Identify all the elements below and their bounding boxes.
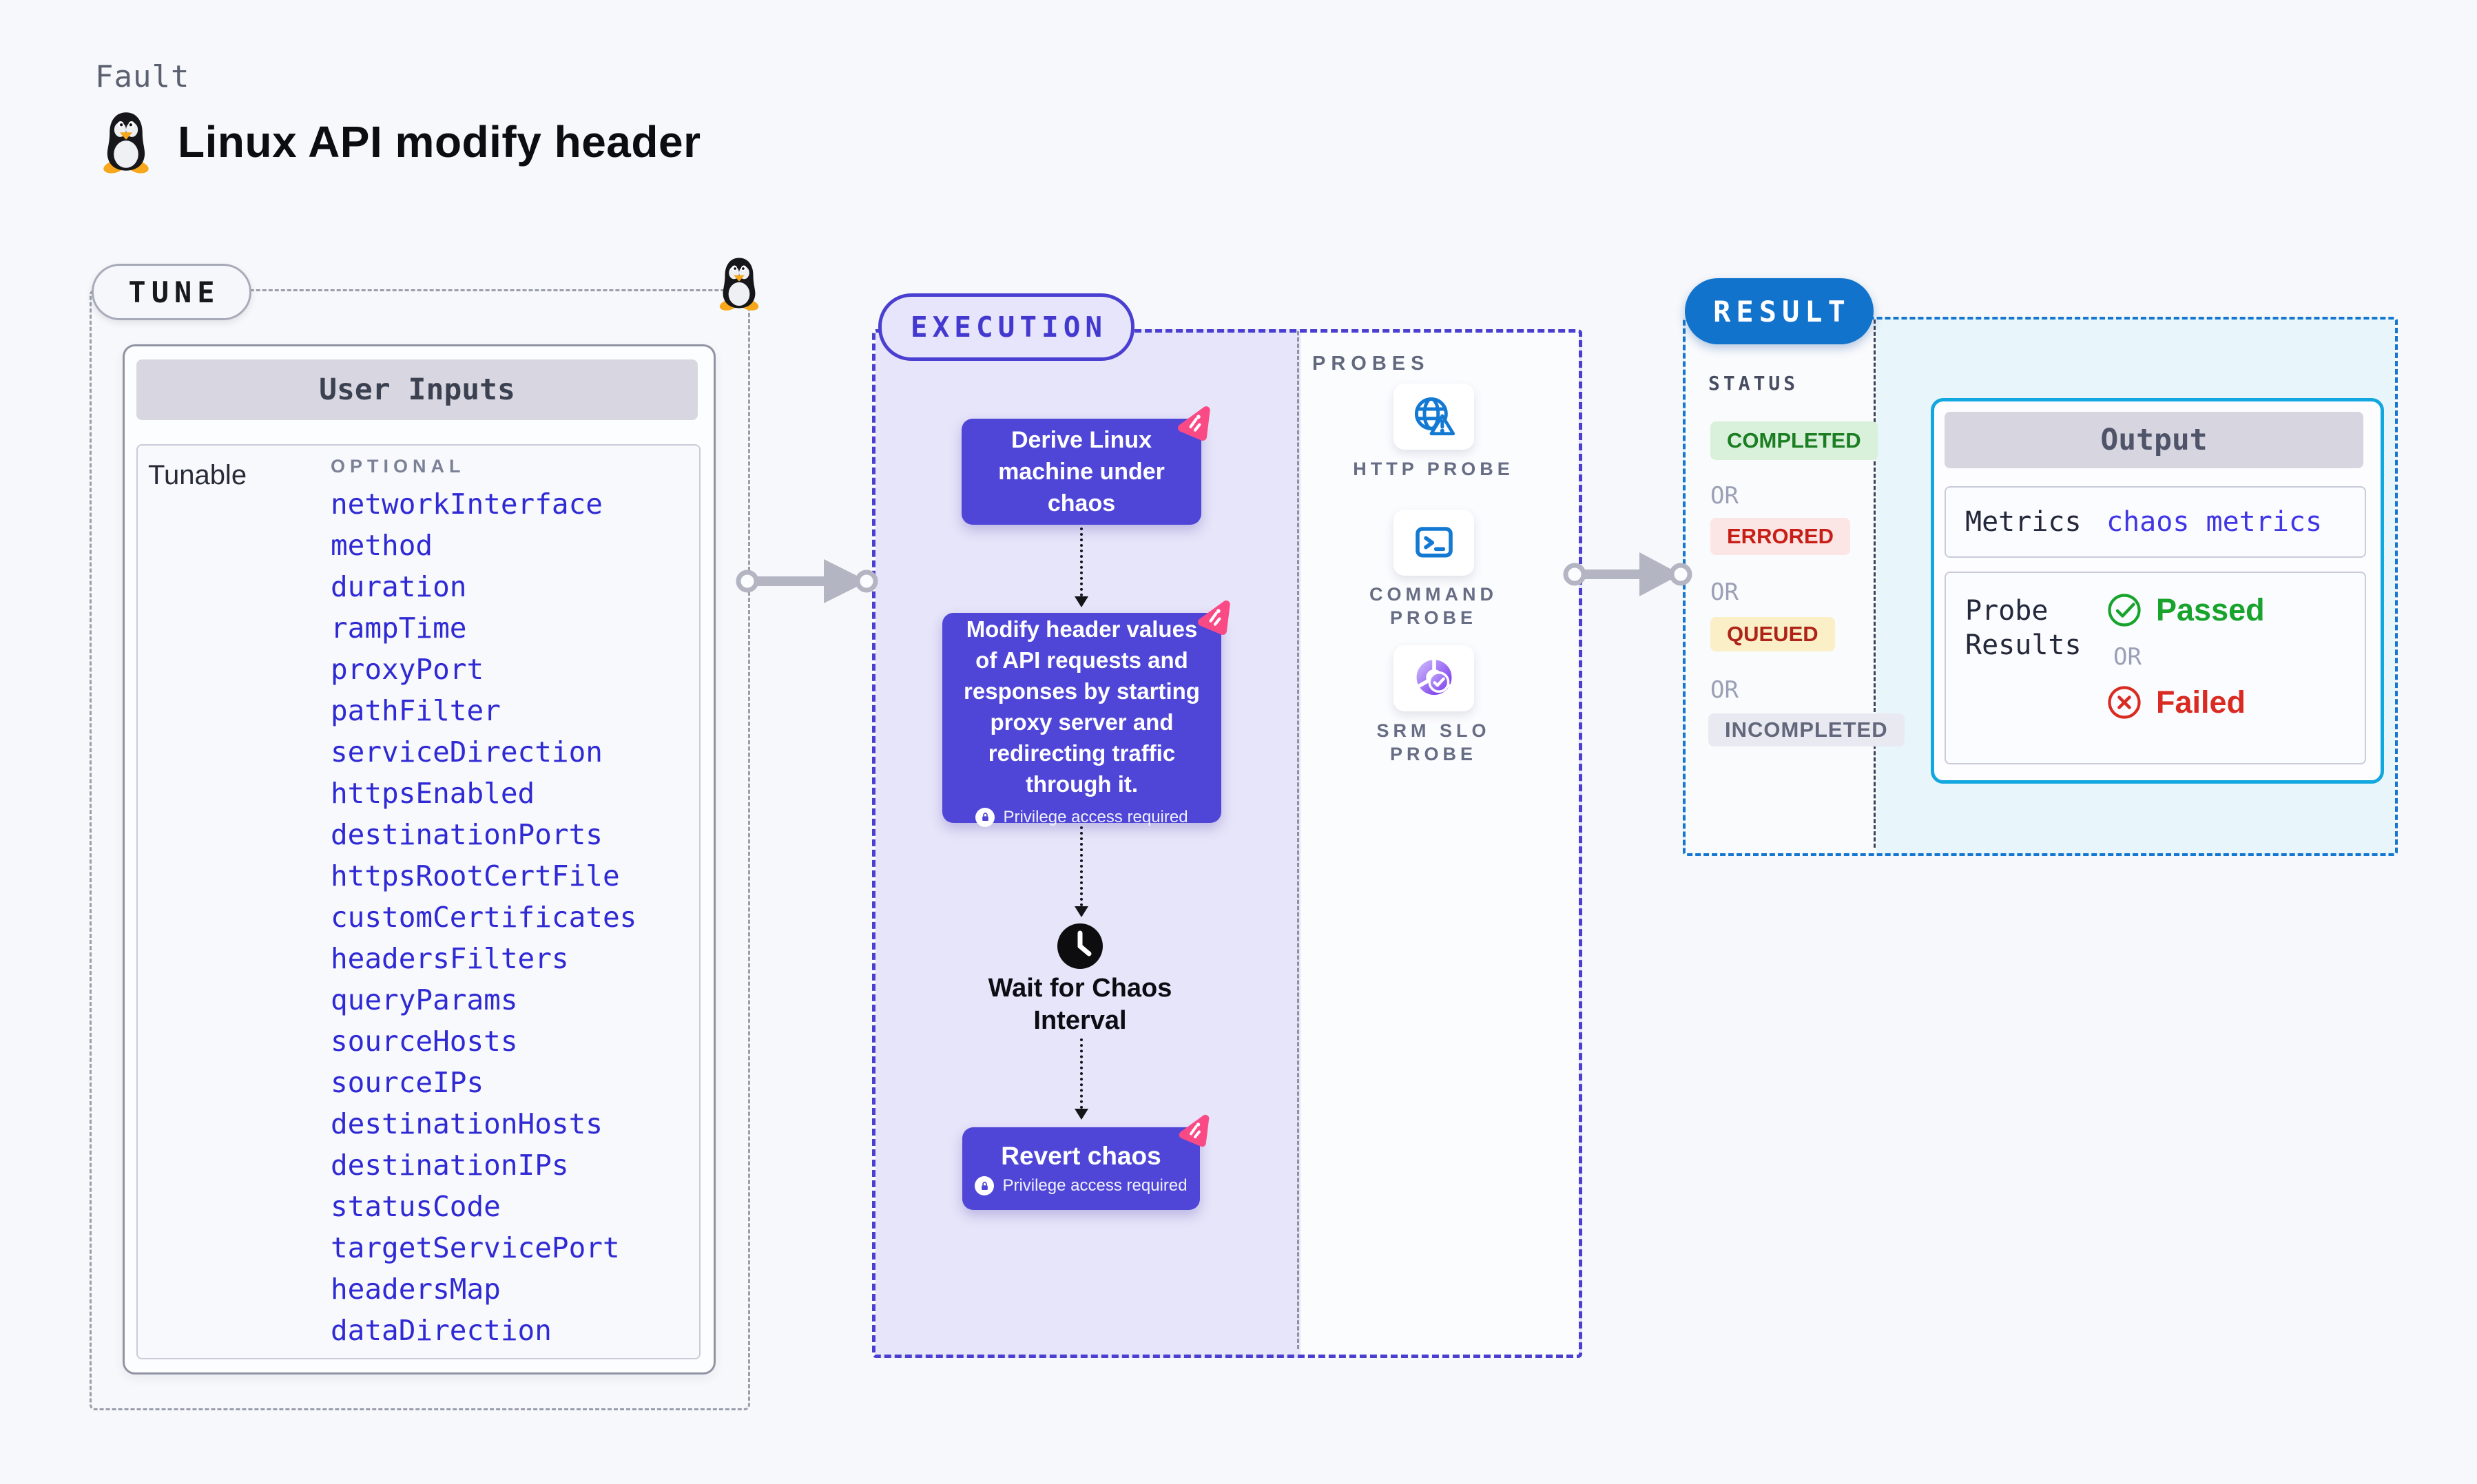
step-inject-fault: Modify header values of API requests and…	[942, 600, 1230, 827]
tux-penguin-icon	[103, 112, 149, 174]
tune-to-execution-arrow	[736, 559, 878, 603]
chaos-logo-icon	[1179, 1114, 1210, 1147]
http-probe-icon	[1414, 397, 1455, 436]
tunable-link[interactable]: sourceIPs	[331, 1066, 484, 1099]
tune-section-border	[90, 289, 750, 1410]
status-or-separator: OR	[1710, 482, 1739, 510]
http-probe-card	[1393, 384, 1474, 450]
flow-connector-arrowhead	[1075, 1109, 1088, 1120]
privilege-label: Privilege access required	[1003, 807, 1188, 826]
lock-icon	[975, 1176, 995, 1195]
tunable-link[interactable]: destinationIPs	[331, 1149, 569, 1182]
status-badge-incompleted: INCOMPLETED	[1708, 713, 1905, 746]
srm-slo-probe-label: SRM SLO PROBE	[1376, 720, 1491, 764]
tunable-link[interactable]: destinationHosts	[331, 1107, 603, 1140]
tunable-link[interactable]: networkInterface	[331, 488, 603, 521]
optional-column-label: OPTIONAL	[331, 456, 466, 477]
tunable-link[interactable]: destinationPorts	[331, 818, 603, 851]
tunable-link[interactable]: httpsRootCertFile	[331, 859, 620, 892]
tux-penguin-icon	[719, 258, 759, 311]
tune-stage-pill: TUNE	[92, 264, 251, 320]
tunable-link[interactable]: headersFilters	[331, 942, 569, 975]
privilege-badge: Privilege access required	[975, 807, 1188, 827]
user-inputs-title: User Inputs	[319, 373, 515, 407]
status-or-separator: OR	[1710, 578, 1739, 606]
step-derive-machine: Derive Linux machine under chaos	[962, 406, 1210, 525]
metrics-label: Metrics	[1965, 506, 2082, 538]
tunable-link[interactable]: httpsEnabled	[331, 777, 535, 810]
tunable-link[interactable]: dataDirection	[331, 1314, 552, 1347]
flow-connector	[1080, 1038, 1083, 1109]
chaos-logo-icon	[1198, 600, 1230, 635]
tunable-link[interactable]: queryParams	[331, 983, 518, 1016]
srm-slo-probe-card	[1393, 645, 1474, 711]
flow-connector	[1080, 826, 1083, 906]
tunable-link[interactable]: headersMap	[331, 1273, 501, 1306]
passed-verdict: Passed	[2106, 592, 2265, 628]
failed-x-icon	[2108, 686, 2141, 719]
passed-label: Passed	[2156, 592, 2265, 627]
step-revert-text: Revert chaos	[1001, 1142, 1161, 1170]
tune-stage-label: TUNE	[128, 275, 220, 309]
tunable-link[interactable]: method	[331, 529, 433, 562]
page-header: Linux API modify header	[96, 109, 701, 174]
page-kicker: Fault	[95, 59, 190, 94]
user-inputs-header: User Inputs	[136, 359, 698, 420]
http-probe-label: HTTP PROBE	[1353, 459, 1514, 479]
tunable-link[interactable]: proxyPort	[331, 653, 484, 686]
chaos-metrics-link[interactable]: chaos metrics	[2106, 506, 2323, 538]
probes-section-label: PROBES	[1312, 353, 1430, 375]
clock-icon	[1057, 923, 1103, 969]
tunable-link[interactable]: statusCode	[331, 1190, 501, 1223]
command-probe-card	[1393, 510, 1474, 576]
output-title: Output	[2100, 423, 2208, 457]
tunables-list: networkInterface method duration rampTim…	[331, 490, 636, 1358]
flow-connector-arrowhead	[1075, 596, 1088, 607]
srm-slo-probe-icon	[1416, 658, 1451, 696]
execution-to-result-arrow	[1563, 552, 1692, 596]
output-probe-results-row: Probe Results Passed OR Failed	[1945, 572, 2366, 764]
step-revert-chaos: Revert chaos Privilege access required	[962, 1114, 1210, 1210]
tunable-link[interactable]: pathFilter	[331, 694, 501, 727]
status-or-separator: OR	[1710, 676, 1739, 704]
tunable-link[interactable]: targetServicePort	[331, 1231, 620, 1264]
step-derive-text: Derive Linux machine under chaos	[998, 427, 1165, 516]
result-stage-pill: RESULT	[1685, 278, 1874, 344]
result-stage-label: RESULT	[1713, 294, 1851, 328]
tunable-row-label: Tunable	[148, 460, 247, 490]
probe-results-values: Passed OR Failed	[2106, 592, 2265, 763]
lock-icon	[975, 807, 995, 827]
tunable-link[interactable]: rampTime	[331, 612, 467, 645]
failed-verdict: Failed	[2106, 684, 2265, 720]
output-card-header: Output	[1945, 412, 2363, 468]
tunable-link[interactable]: duration	[331, 570, 467, 603]
command-probe-icon	[1415, 527, 1453, 558]
step-inject-text: Modify header values of API requests and…	[964, 616, 1200, 797]
status-badge-queued: QUEUED	[1710, 617, 1835, 651]
command-probe-label: COMMAND PROBE	[1369, 584, 1497, 628]
tunable-link[interactable]: customCertificates	[331, 901, 637, 934]
execution-probes-divider	[1297, 331, 1299, 1349]
probe-results-label: Probe Results	[1965, 595, 2082, 661]
tunable-link[interactable]: sourceHosts	[331, 1025, 518, 1058]
privilege-badge: Privilege access required	[975, 1176, 1188, 1195]
tunables-panel	[136, 444, 701, 1359]
chaos-logo-icon	[1178, 406, 1210, 441]
status-badge-completed: COMPLETED	[1710, 421, 1878, 460]
verdict-or-separator: OR	[2113, 643, 2142, 671]
flow-connector	[1080, 527, 1083, 596]
output-metrics-row: Metrics chaos metrics	[1945, 486, 2366, 558]
flow-connector-arrowhead	[1075, 906, 1088, 917]
status-badge-errored: ERRORED	[1710, 518, 1851, 555]
failed-label: Failed	[2156, 684, 2246, 720]
tunable-link[interactable]: serviceDirection	[331, 735, 603, 769]
execution-stage-pill: EXECUTION	[878, 293, 1134, 361]
status-output-divider	[1874, 320, 1876, 848]
status-column-label: STATUS	[1708, 372, 1799, 395]
step-wait-text: Wait for Chaos Interval	[988, 974, 1172, 1035]
execution-stage-label: EXECUTION	[910, 311, 1108, 344]
passed-check-icon	[2108, 594, 2141, 627]
page-title: Linux API modify header	[178, 116, 701, 167]
privilege-label: Privilege access required	[1002, 1176, 1188, 1195]
